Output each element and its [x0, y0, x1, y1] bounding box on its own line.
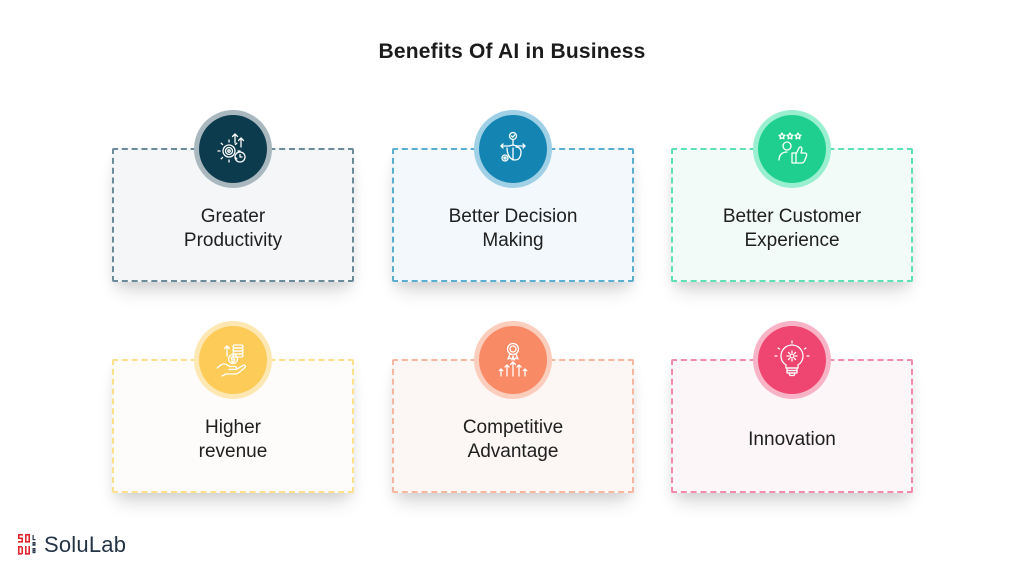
card-label: Innovation	[748, 429, 836, 450]
benefit-card-decision-making: Better Decision Making	[392, 110, 634, 282]
page-title: Benefits Of AI in Business	[378, 40, 646, 63]
card-label: Better Decision Making	[448, 206, 578, 251]
card-label: Higher revenue	[198, 417, 268, 462]
customer-thumbs-up-stars-icon	[758, 115, 826, 183]
solulab-logo: SoluLab	[18, 532, 126, 558]
icon-ring	[194, 110, 272, 188]
icon-ring	[474, 321, 552, 399]
card-label: Better Customer Experience	[722, 206, 862, 251]
gear-growth-clock-icon	[199, 115, 267, 183]
benefit-card-customer-experience: Better Customer Experience	[671, 110, 913, 282]
icon-ring	[194, 321, 272, 399]
benefit-card-productivity: Greater Productivity	[112, 110, 354, 282]
award-arrows-icon	[479, 326, 547, 394]
solulab-mark-icon	[18, 534, 36, 555]
benefit-card-competitive-advantage: Competitive Advantage	[392, 321, 634, 493]
brain-decision-icon	[479, 115, 547, 183]
icon-ring	[474, 110, 552, 188]
icon-ring	[753, 110, 831, 188]
icon-ring	[753, 321, 831, 399]
benefit-card-higher-revenue: Higher revenue	[112, 321, 354, 493]
lightbulb-gear-icon	[758, 326, 826, 394]
card-label: Competitive Advantage	[462, 417, 564, 462]
logo-text: SoluLab	[44, 532, 127, 557]
hand-coins-icon	[199, 326, 267, 394]
card-label: Greater Productivity	[183, 206, 283, 251]
benefit-card-innovation: Innovation	[671, 321, 913, 493]
